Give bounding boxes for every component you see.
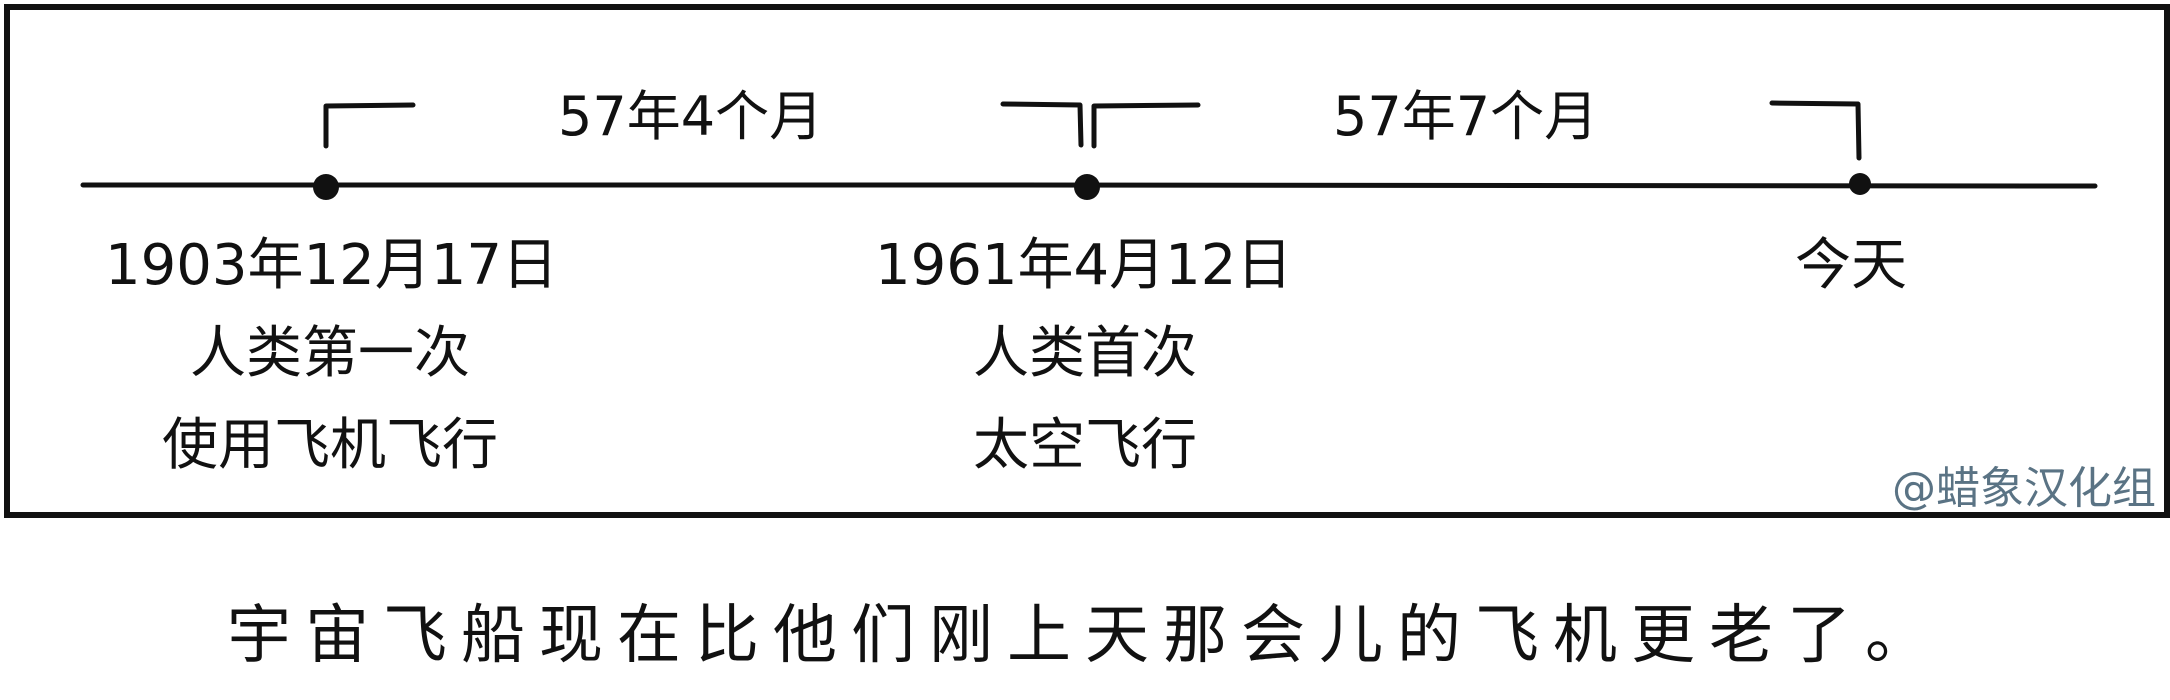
interval-label-1: 57年4个月 [558,85,824,148]
interval-bracket-1-right [1000,101,1084,148]
event-1961-line-2: 太空飞行 [973,413,1197,478]
interval-bracket-2-right [1769,100,1862,161]
comic-caption: 宇宙飞船现在比他们刚上天那会儿的飞机更老了。 [227,599,1943,673]
timeline-axis [80,181,2098,189]
interval-bracket-1-left [323,102,416,149]
event-label-1961: 人类首次 太空飞行 [925,308,1245,492]
date-label-1903: 1903年12月17日 [105,233,559,298]
date-label-1961: 1961年4月12日 [875,233,1293,298]
event-1961-line-1: 人类首次 [973,321,1197,386]
date-label-today: 今天 [1795,233,1907,298]
interval-label-2: 57年7个月 [1333,85,1599,148]
watermark-text: @蜡象汉化组 [1892,463,2156,514]
comic-panel [4,4,2170,518]
event-1903-line-2: 使用飞机飞行 [162,413,498,478]
event-label-1903: 人类第一次 使用飞机飞行 [105,308,555,492]
interval-bracket-2-left [1091,102,1201,149]
timeline-point-1961 [1074,174,1100,200]
timeline-point-today [1849,173,1871,195]
timeline-point-1903 [313,174,339,200]
event-1903-line-1: 人类第一次 [190,321,470,386]
